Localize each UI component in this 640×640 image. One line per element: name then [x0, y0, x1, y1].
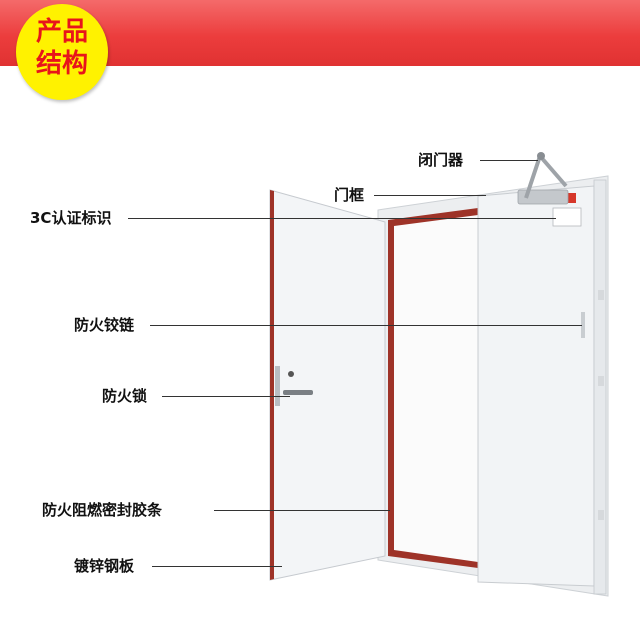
- badge-text-line2: 结构: [35, 49, 88, 79]
- label-fire-seal: 防火阻燃密封胶条: [42, 501, 163, 519]
- door-opening: [394, 215, 478, 562]
- right-door-leaf: [477, 185, 595, 587]
- cert-3c-plate: [552, 207, 582, 227]
- jamb-hinge: [598, 376, 604, 386]
- label-fire-hinge: 防火铰链: [74, 316, 135, 334]
- lock-leader-line: [162, 396, 290, 397]
- jamb-hinge: [598, 510, 604, 520]
- label-galvanized-steel: 镀锌钢板: [74, 557, 135, 575]
- left-leaf-seal-edge: [270, 190, 274, 580]
- product-structure-badge: 产品 结构: [16, 4, 108, 100]
- frame-leader-line: [374, 195, 486, 196]
- door-closer-icon: [517, 152, 569, 205]
- hinge-leader-line: [150, 325, 582, 326]
- right-jamb: [593, 179, 607, 595]
- badge-text-line1: 产品: [35, 17, 88, 47]
- label-3c-cert: 3C认证标识: [30, 209, 112, 227]
- label-door-closer: 闭门器: [418, 151, 464, 169]
- cert-leader-line: [128, 218, 556, 219]
- label-fire-lock: 防火锁: [102, 387, 148, 405]
- left-door-leaf: [269, 189, 386, 581]
- label-door-frame: 门框: [334, 186, 365, 204]
- cert-3c-red-mark: [568, 193, 576, 203]
- fire-lock-icon: [275, 366, 313, 406]
- jamb-hinge: [598, 290, 604, 300]
- steel-leader-line: [152, 566, 282, 567]
- seal-leader-line: [214, 510, 390, 511]
- fire-hinge: [581, 312, 585, 338]
- closer-leader-line: [480, 160, 538, 161]
